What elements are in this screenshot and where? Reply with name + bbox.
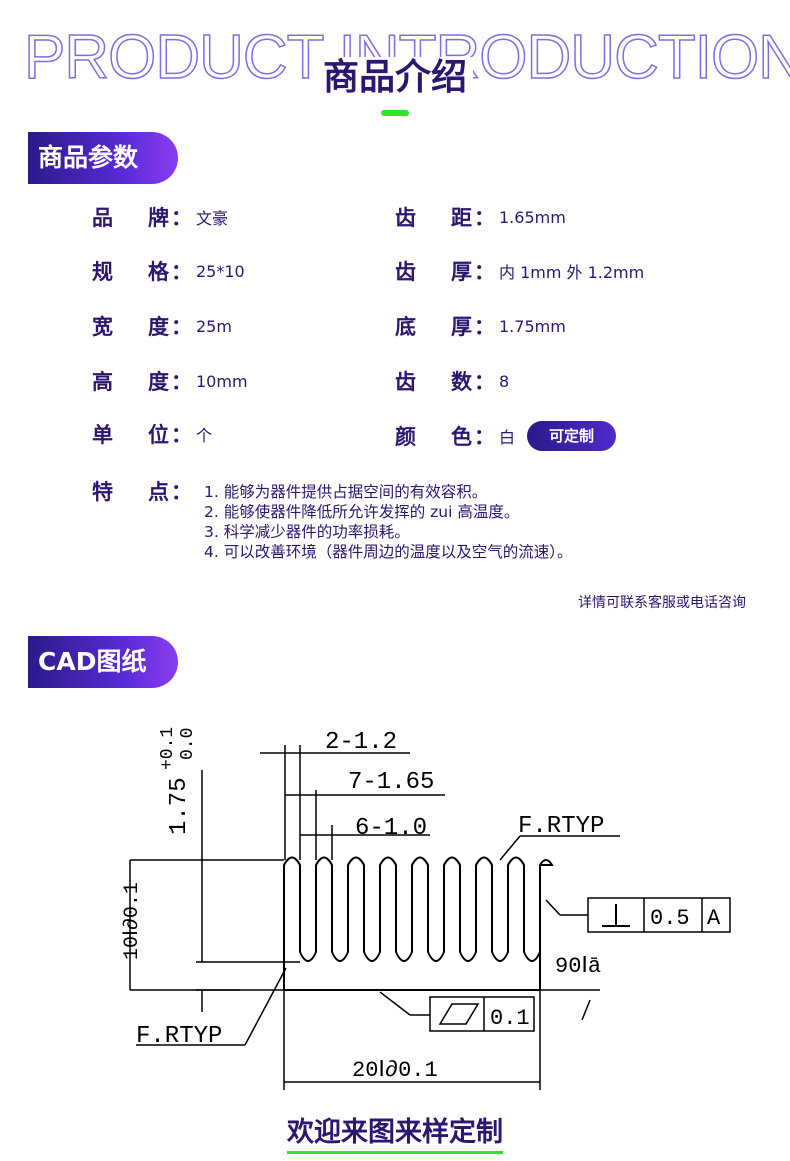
heatsink-profile [283, 856, 554, 990]
page-title: 商品介绍 [0, 48, 790, 100]
features-list: 1. 能够为器件提供占据空间的有效容积。 2. 能够使器件降低所允许发挥的 zu… [204, 482, 572, 562]
param-features: 特点： [92, 476, 192, 506]
contact-note[interactable]: 详情可联系客服或电话咨询 [578, 595, 746, 611]
dim-pitch-7: 7-1.65 [348, 769, 434, 796]
angle-90: 90Ⅰā [555, 954, 601, 979]
param-value: 白 [499, 428, 516, 447]
frtyp-bottom: F.RTYP [136, 1023, 222, 1050]
param-color: 颜色： 白 可定制 [395, 421, 617, 451]
param-label: 宽度： [92, 315, 192, 339]
param-label: 颜色： [395, 425, 495, 449]
bottom-caption-text: 欢迎来图来样定制 [287, 1110, 503, 1154]
param-unit: 单位： 个 [92, 419, 212, 449]
page-title-text: 商品介绍 [316, 57, 473, 98]
param-spec: 规格： 25*10 [92, 256, 245, 286]
dim-tol-lower: 0.0 [178, 728, 198, 760]
perpendicular-icon [602, 904, 630, 927]
param-height: 高度： 10mm [92, 366, 248, 396]
dim-pitch-2: 2-1.2 [325, 729, 397, 756]
dim-height: 10Ⅰ∂0.1 [121, 882, 144, 960]
perp-value: 0.5 [650, 906, 690, 931]
param-label: 高度： [92, 370, 192, 394]
dim-tol-upper: +0.1 [158, 727, 178, 770]
param-value: 25m [196, 316, 232, 336]
param-value: 内 1mm 外 1.2mm [499, 263, 645, 282]
feature-item: 3. 科学减少器件的功率损耗。 [204, 523, 410, 541]
section-tab-params: 商品参数 [28, 132, 178, 184]
param-base-thickness: 底厚： 1.75mm [395, 311, 566, 341]
param-label: 单位： [92, 423, 192, 447]
feature-item: 1. 能够为器件提供占据空间的有效容积。 [204, 483, 488, 501]
param-fin-count: 齿数： 8 [395, 366, 509, 396]
dim-base-thickness: 1.75 [166, 777, 193, 835]
param-label: 齿厚： [395, 260, 495, 284]
param-width: 宽度： 25m [92, 311, 232, 341]
param-value: 8 [499, 371, 510, 391]
param-value: 25*10 [196, 261, 245, 281]
bottom-caption: 欢迎来图来样定制 [0, 1110, 790, 1154]
param-fin-thickness: 齿厚： 内 1mm 外 1.2mm [395, 256, 644, 286]
param-value: 10mm [196, 371, 248, 391]
param-label: 齿数： [395, 370, 495, 394]
param-label: 品牌： [92, 206, 192, 230]
param-value: 文豪 [196, 209, 229, 228]
frtyp-top: F.RTYP [518, 813, 604, 840]
param-label: 底厚： [395, 315, 495, 339]
dim-width: 20Ⅰ∂0.1 [352, 1058, 438, 1083]
customizable-badge[interactable]: 可定制 [527, 421, 617, 451]
param-value: 1.75mm [499, 316, 566, 336]
perp-datum: A [707, 906, 721, 931]
feature-item: 2. 能够使器件降低所允许发挥的 zui 高温度。 [204, 503, 520, 521]
param-value: 个 [196, 426, 213, 445]
param-label: 齿距： [395, 206, 495, 230]
param-brand: 品牌： 文豪 [92, 202, 228, 232]
flat-value: 0.1 [490, 1006, 530, 1031]
title-accent-line [381, 110, 409, 116]
param-label: 规格： [92, 260, 192, 284]
cad-drawing: 10Ⅰ∂0.1 1.75 +0.1 0.0 2-1.2 7-1.65 6-1.0… [121, 727, 731, 1090]
param-label: 特点： [92, 480, 192, 504]
feature-item: 4. 可以改善环境（器件周边的温度以及空气的流速）。 [204, 543, 573, 561]
section-tab-cad: CAD图纸 [28, 636, 178, 688]
param-pitch: 齿距： 1.65mm [395, 202, 566, 232]
flatness-icon [438, 1003, 480, 1025]
dim-pitch-6: 6-1.0 [355, 815, 427, 842]
param-value: 1.65mm [499, 207, 566, 227]
